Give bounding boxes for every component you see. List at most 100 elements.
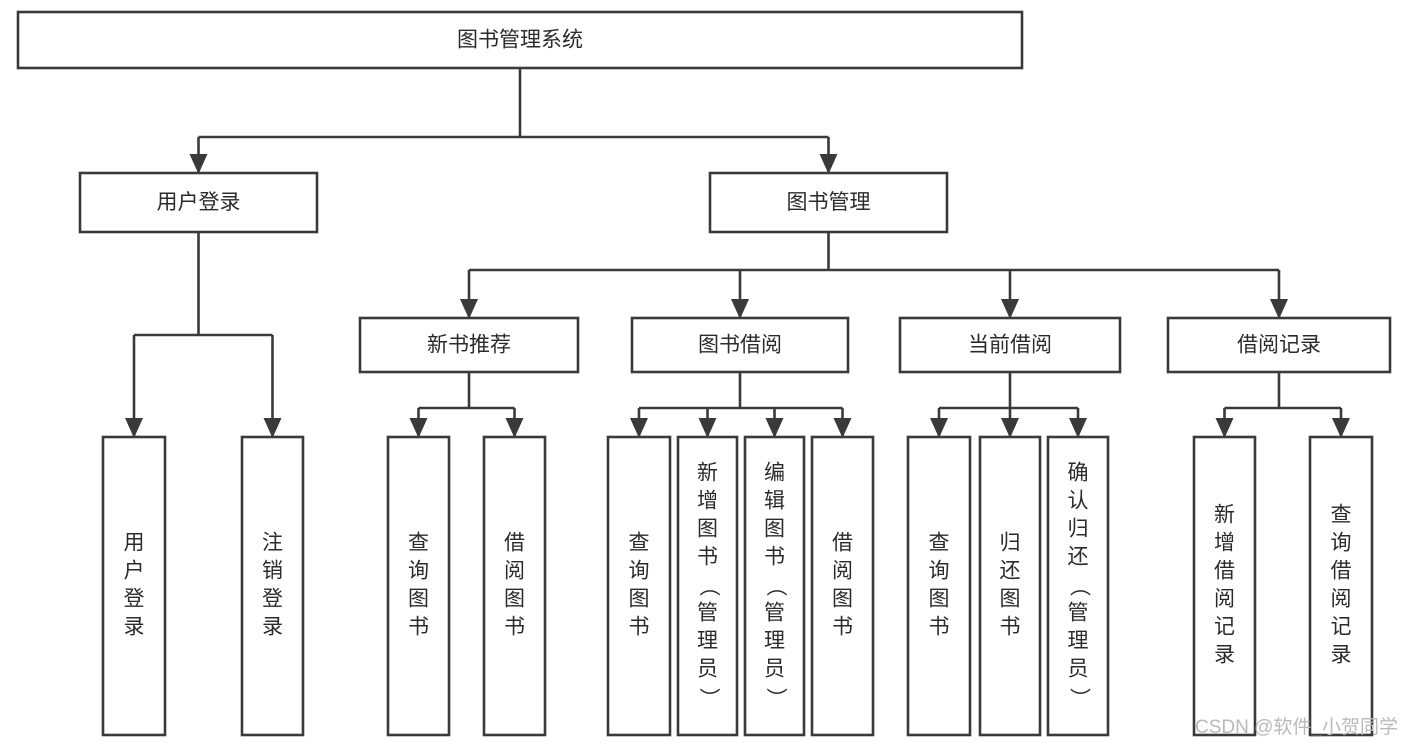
leaf-node-leaf-borrow-book-rec-box[interactable] — [482, 435, 547, 737]
leaf-node-leaf-query-borrow-record-label-char: 阅 — [1331, 588, 1352, 611]
leaf-node-leaf-add-borrow-record-label-char: 借 — [1214, 560, 1235, 583]
node-current-borrow-box[interactable] — [898, 316, 1122, 374]
root-node-book-management-system-label: 图书管理系统 — [457, 29, 583, 52]
leaf-node-leaf-user-login-label-char: 用 — [124, 532, 145, 555]
root-node-book-management-system[interactable]: 图书管理系统 — [16, 10, 1024, 70]
leaf-node-leaf-query-book-borrow-label-char: 询 — [629, 560, 650, 583]
conn-new-book-recommend-arrow-0 — [409, 418, 428, 438]
leaf-node-leaf-confirm-return-admin-box[interactable] — [1046, 435, 1110, 737]
conn-book-management-arrow-3 — [1270, 299, 1288, 319]
conn-user-login-arrow-0 — [125, 418, 143, 438]
leaf-node-leaf-user-logout-box[interactable] — [240, 435, 305, 737]
leaf-node-leaf-query-book-current-label-char: 书 — [929, 616, 950, 639]
leaf-node-leaf-user-logout-label-char: 销 — [262, 560, 283, 583]
node-boxes-layer: 图书管理系统用户登录图书管理新书推荐图书借阅当前借阅借阅记录用户登录注销登录查询… — [16, 10, 1392, 737]
leaf-node-leaf-query-book-rec-box[interactable] — [386, 435, 451, 737]
conn-book-management-arrow-0 — [460, 299, 478, 319]
leaf-node-leaf-add-borrow-record-label-char: 阅 — [1214, 588, 1235, 611]
node-user-login-box[interactable] — [78, 171, 319, 234]
leaf-node-leaf-edit-book-admin-label-char: ） — [764, 688, 787, 709]
leaf-node-leaf-add-book-admin-label-char: 书 — [697, 546, 718, 569]
leaf-node-leaf-query-book-current-label-char: 图 — [929, 588, 950, 611]
leaf-node-leaf-query-borrow-record-label-char: 借 — [1331, 560, 1352, 583]
leaf-node-leaf-add-book-admin-label-char: 增 — [697, 490, 718, 513]
node-book-borrow-box[interactable] — [630, 316, 850, 374]
leaf-node-leaf-return-book-label-char: 图 — [1000, 588, 1021, 611]
root-node-book-management-system-box[interactable] — [16, 10, 1024, 70]
leaf-node-leaf-query-book-borrow-label-char: 图 — [629, 588, 650, 611]
conn-current-borrow-arrow-2 — [1069, 418, 1087, 438]
leaf-node-leaf-add-book-admin-label-char: 员 — [697, 658, 718, 681]
leaf-node-leaf-borrow-book-label-char: 书 — [832, 616, 853, 639]
node-borrow-record[interactable]: 借阅记录 — [1166, 316, 1392, 374]
conn-user-login-arrow-1 — [263, 418, 282, 438]
leaf-node-leaf-confirm-return-admin-label-char: （ — [1067, 576, 1090, 597]
leaf-node-leaf-query-book-current-box[interactable] — [906, 435, 972, 737]
leaf-node-leaf-confirm-return-admin-label-char: 确 — [1068, 462, 1089, 485]
leaf-node-leaf-user-logout-label-char: 录 — [262, 616, 283, 639]
node-borrow-record-label: 借阅记录 — [1237, 334, 1321, 357]
leaf-node-leaf-add-borrow-record-box[interactable] — [1192, 435, 1257, 737]
leaf-node-leaf-user-login-box[interactable] — [101, 435, 167, 737]
connector-lines-layer — [125, 68, 1350, 438]
leaf-node-leaf-query-book-rec-label-char: 图 — [408, 588, 429, 611]
leaf-node-leaf-query-borrow-record-label-char: 录 — [1331, 644, 1352, 667]
leaf-node-leaf-query-borrow-record-label-char: 询 — [1331, 532, 1352, 555]
leaf-node-leaf-query-book-current-label-char: 查 — [929, 532, 950, 555]
leaf-node-leaf-edit-book-admin-label-char: 员 — [764, 658, 785, 681]
leaf-node-leaf-edit-book-admin-label-char: 理 — [764, 630, 785, 653]
leaf-node-leaf-query-book-current-label-char: 询 — [929, 560, 950, 583]
node-current-borrow[interactable]: 当前借阅 — [898, 316, 1122, 374]
leaf-node-leaf-return-book-box[interactable] — [978, 435, 1042, 737]
node-new-book-recommend-label: 新书推荐 — [427, 334, 511, 357]
leaf-node-leaf-user-logout-label-char: 注 — [262, 532, 283, 555]
conn-current-borrow-arrow-0 — [930, 418, 948, 438]
conn-current-borrow-arrow-1 — [1001, 418, 1019, 438]
leaf-node-leaf-confirm-return-admin-label-char: 认 — [1068, 490, 1089, 513]
node-book-management[interactable]: 图书管理 — [708, 171, 949, 234]
leaf-node-leaf-user-login-label-char: 录 — [124, 616, 145, 639]
leaf-node-leaf-query-borrow-record-box[interactable] — [1308, 435, 1374, 737]
leaf-node-leaf-borrow-book-box[interactable] — [810, 435, 875, 737]
leaf-node-leaf-query-borrow-record-label-char: 查 — [1331, 504, 1352, 527]
node-book-management-box[interactable] — [708, 171, 949, 234]
leaf-node-leaf-add-book-admin-label-char: 理 — [697, 630, 718, 653]
leaf-node-leaf-add-book-admin-box[interactable] — [676, 435, 739, 737]
conn-book-management-arrow-1 — [731, 299, 749, 319]
leaf-node-leaf-query-book-rec-label-char: 书 — [408, 616, 429, 639]
node-user-login[interactable]: 用户登录 — [78, 171, 319, 234]
node-new-book-recommend-box[interactable] — [358, 316, 580, 374]
leaf-node-leaf-user-login[interactable]: 用户登录 — [101, 435, 167, 737]
leaf-node-leaf-add-book-admin-label-char: 管 — [697, 602, 718, 625]
leaf-node-leaf-borrow-book-label-char: 借 — [832, 532, 853, 555]
conn-root-arrow-1 — [819, 154, 838, 174]
leaf-node-leaf-borrow-book-label-char: 图 — [832, 588, 853, 611]
leaf-node-leaf-edit-book-admin-label-char: （ — [764, 576, 787, 597]
leaf-node-leaf-add-borrow-record-label-char: 录 — [1214, 644, 1235, 667]
node-borrow-record-box[interactable] — [1166, 316, 1392, 374]
leaf-node-leaf-edit-book-admin-box[interactable] — [743, 435, 806, 737]
conn-book-management-arrow-2 — [1001, 299, 1019, 319]
leaf-node-leaf-query-book-borrow-box[interactable] — [606, 435, 672, 737]
leaf-node-leaf-add-borrow-record-label-char: 记 — [1214, 616, 1235, 639]
csdn-watermark: CSDN @软件_小贺同学 — [1195, 716, 1398, 738]
leaf-node-leaf-confirm-return-admin-label-char: 理 — [1068, 630, 1089, 653]
node-new-book-recommend[interactable]: 新书推荐 — [358, 316, 580, 374]
leaf-node-leaf-confirm-return-admin-label-char: ） — [1067, 688, 1090, 709]
leaf-node-leaf-query-book-rec-label-char: 查 — [408, 532, 429, 555]
leaf-node-leaf-query-book-borrow-label-char: 书 — [629, 616, 650, 639]
node-book-borrow[interactable]: 图书借阅 — [630, 316, 850, 374]
